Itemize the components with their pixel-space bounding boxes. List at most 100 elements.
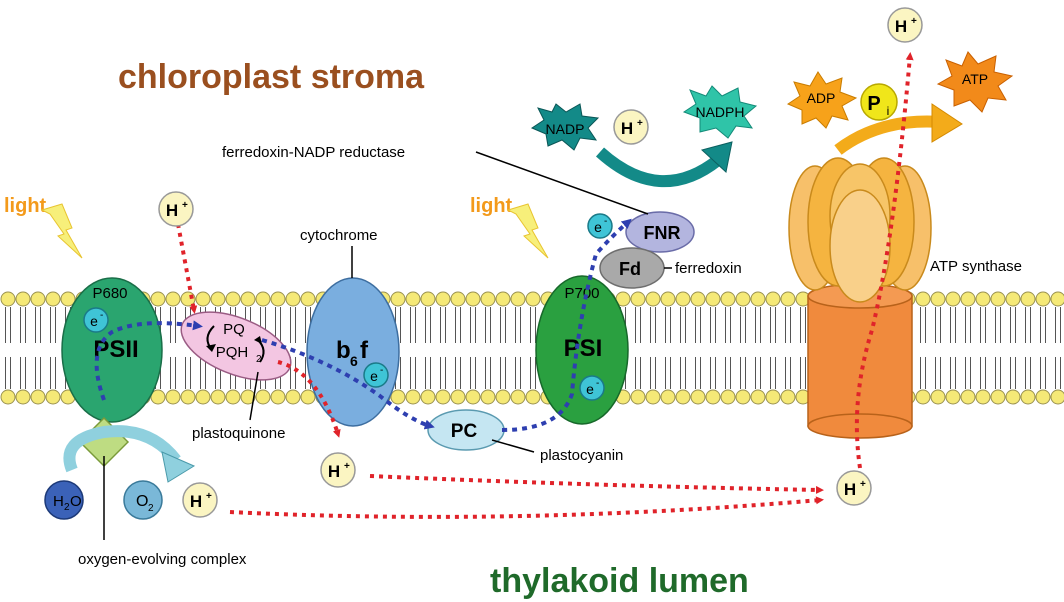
lipid-head: [510, 291, 526, 307]
fnr-enzyme: [625, 211, 695, 253]
p700-label: P700: [564, 285, 599, 302]
lipid-head: [915, 389, 931, 405]
pc-caption-leader: [491, 439, 535, 453]
cytochrome-b6f: [306, 277, 400, 427]
oxygen-molecule-icon: [123, 480, 163, 520]
atp-synthase-stalk: [807, 295, 913, 427]
lipid-head: [705, 389, 721, 405]
lipid-head: [720, 291, 736, 307]
lipid-head: [765, 291, 781, 307]
svg-text:e: e: [586, 381, 594, 397]
proton-path: [369, 474, 824, 494]
lipid-head: [975, 291, 991, 307]
lipid-head: [645, 291, 661, 307]
cytochrome-f-label: f: [360, 337, 369, 364]
water-splitting-arrow: [63, 425, 181, 473]
svg-text:+: +: [344, 461, 350, 472]
stroma-label: chloroplast stroma: [118, 58, 425, 96]
lipid-head: [225, 389, 241, 405]
lipid-head: [165, 389, 181, 405]
nadph-arrow: [595, 147, 722, 187]
atp-synthase-stalk-base: [807, 413, 913, 439]
pc-label: PC: [451, 421, 478, 442]
lipid-head: [915, 291, 931, 307]
adp-burst: [786, 71, 858, 129]
lipid-head: [660, 389, 676, 405]
proton-icon: H +: [836, 470, 872, 506]
lipid-head: [510, 389, 526, 405]
svg-text:e: e: [90, 313, 98, 329]
lipid-head: [1020, 291, 1036, 307]
cytochrome-caption: cytochrome: [300, 227, 378, 244]
water-subscript: 2: [64, 502, 70, 513]
lipid-head: [195, 389, 211, 405]
nadph-label: NADPH: [695, 104, 744, 120]
lipid-head: [930, 291, 946, 307]
svg-text:+: +: [860, 479, 866, 490]
lipid-head: [945, 389, 961, 405]
lipid-head: [15, 389, 31, 405]
proton-icon: H +: [182, 482, 218, 518]
light-label-psi: light: [470, 195, 513, 217]
lipid-head: [480, 291, 496, 307]
lipid-head: [645, 389, 661, 405]
svg-text:H: H: [190, 492, 202, 511]
lightning-icon: [506, 203, 549, 259]
lumen-label: thylakoid lumen: [490, 562, 749, 600]
svg-text:-: -: [596, 378, 599, 389]
lipid-head: [630, 389, 646, 405]
svg-text:H: H: [166, 201, 178, 220]
lipid-head: [210, 389, 226, 405]
lipid-head: [705, 291, 721, 307]
nadph-burst: [682, 85, 758, 139]
lipid-head: [390, 389, 406, 405]
lipid-head: [285, 389, 301, 405]
svg-text:H: H: [895, 17, 907, 36]
pqh2-label: PQH: [216, 344, 249, 361]
plastoquinone-caption: plastoquinone: [192, 425, 285, 442]
lipid-head: [1035, 291, 1051, 307]
lipid-head: [150, 291, 166, 307]
plastocyanin-caption: plastocyanin: [540, 447, 623, 464]
atp-synthase-caption: ATP synthase: [930, 258, 1022, 275]
pq-cycle-arrowhead-icon: [254, 336, 262, 344]
atp-arrow: [834, 115, 941, 155]
atp-synthase-head: [788, 157, 932, 303]
lipid-head: [735, 389, 751, 405]
lipid-head: [300, 291, 316, 307]
proton-icon: H +: [320, 452, 356, 488]
lipid-head: [285, 291, 301, 307]
lipid-head: [465, 389, 481, 405]
svg-text:H: H: [621, 119, 633, 138]
lipid-head: [450, 291, 466, 307]
lipid-head: [300, 389, 316, 405]
pq-caption-leader: [249, 371, 259, 421]
lipid-head: [525, 389, 541, 405]
oxygen-subscript: 2: [148, 503, 154, 514]
ferredoxin-caption: ferredoxin: [675, 260, 742, 277]
lipid-head: [1050, 389, 1064, 405]
lipid-head: [1005, 389, 1021, 405]
lipid-head: [930, 389, 946, 405]
lipid-head: [420, 389, 436, 405]
fnr-label: FNR: [644, 223, 681, 243]
electron-path: [94, 320, 203, 401]
lipid-head: [990, 291, 1006, 307]
lipid-head: [45, 291, 61, 307]
fnr-caption-leader: [475, 151, 649, 215]
phosphate-label: P: [867, 93, 880, 115]
lipid-head: [270, 291, 286, 307]
psi-label: PSI: [564, 335, 603, 362]
lipid-head: [420, 291, 436, 307]
lipid-head: [495, 291, 511, 307]
cytochrome-subscript: 6: [350, 353, 358, 369]
lipid-head: [180, 389, 196, 405]
lipid-head: [450, 389, 466, 405]
water-label: H: [53, 493, 64, 510]
lipid-head: [30, 389, 46, 405]
electron-icon: e -: [363, 362, 389, 388]
lipid-head: [690, 389, 706, 405]
lipid-head: [960, 291, 976, 307]
lipid-head: [405, 389, 421, 405]
atp-label: ATP: [962, 71, 988, 87]
